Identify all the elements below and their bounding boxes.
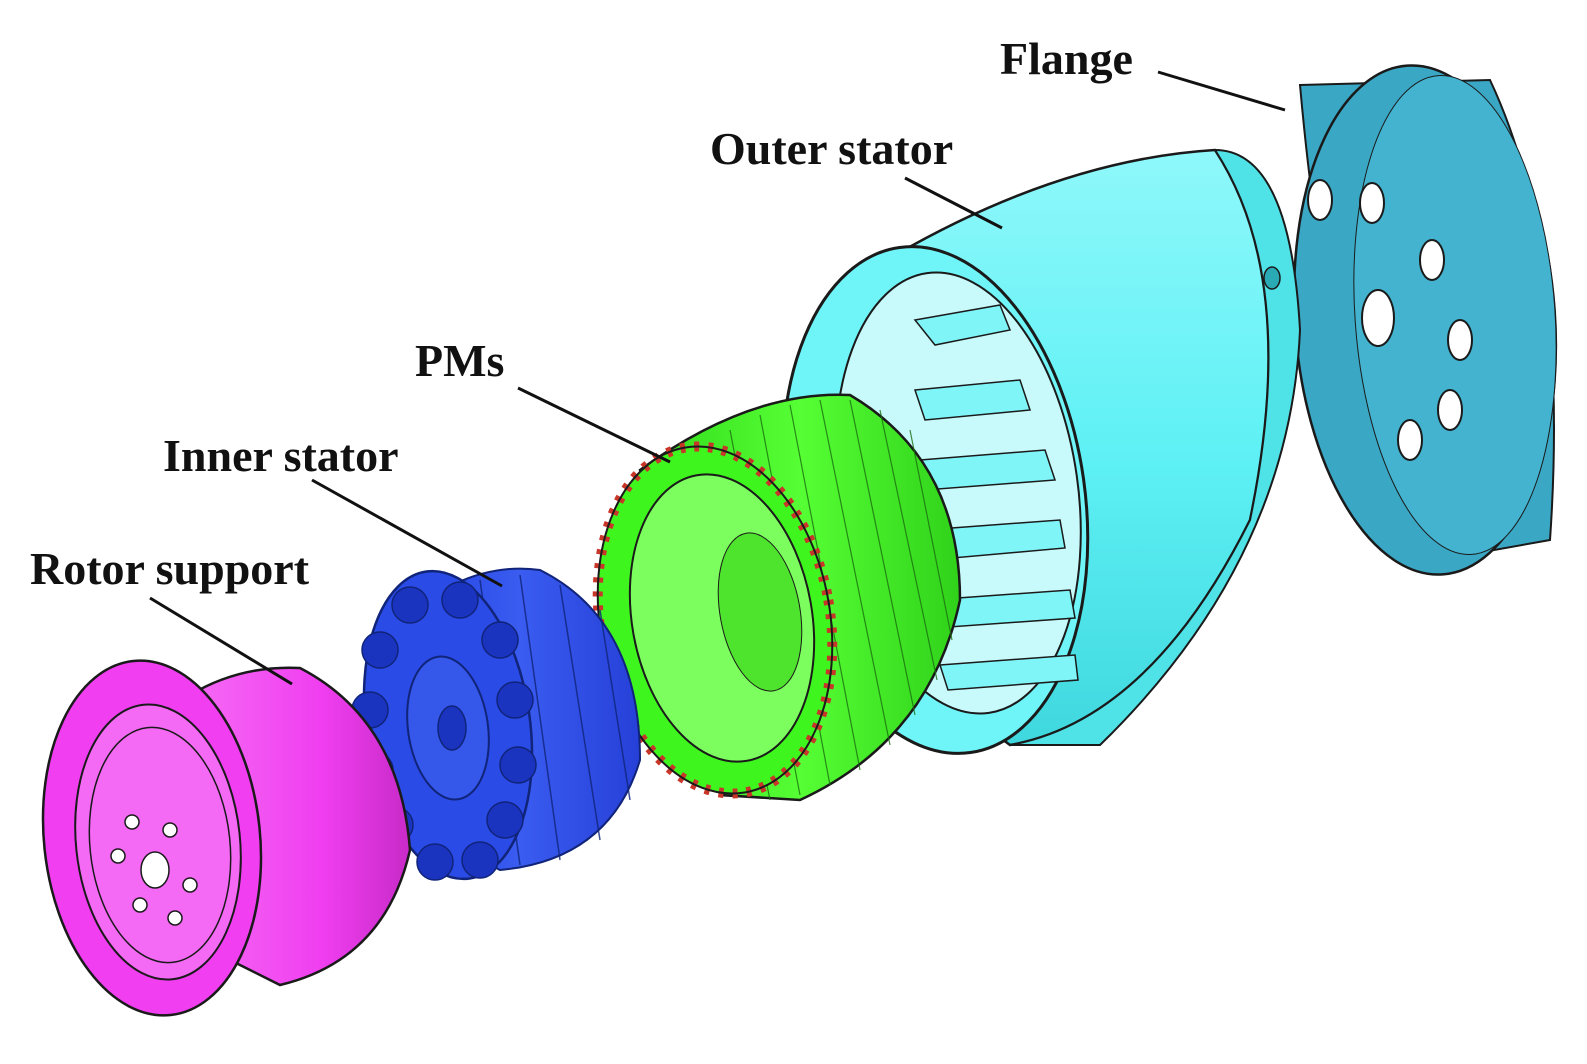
inner-stator-part [351,567,642,881]
label-flange: Flange [1000,33,1133,84]
leader-line-rotor-support [149,596,293,686]
label-pms: PMs [415,335,505,386]
label-rotor-support: Rotor support [30,543,310,594]
leader-line-flange [1157,70,1286,112]
label-inner-stator: Inner stator [163,430,399,481]
rotor-support-part [41,659,412,1017]
leader-line-outer-stator [904,176,1003,230]
leader-line-pms [517,386,671,464]
leader-line-inner-stator [311,478,503,588]
pms-part [592,393,962,802]
label-outer-stator: Outer stator [710,123,954,174]
flange-part [1292,64,1558,576]
